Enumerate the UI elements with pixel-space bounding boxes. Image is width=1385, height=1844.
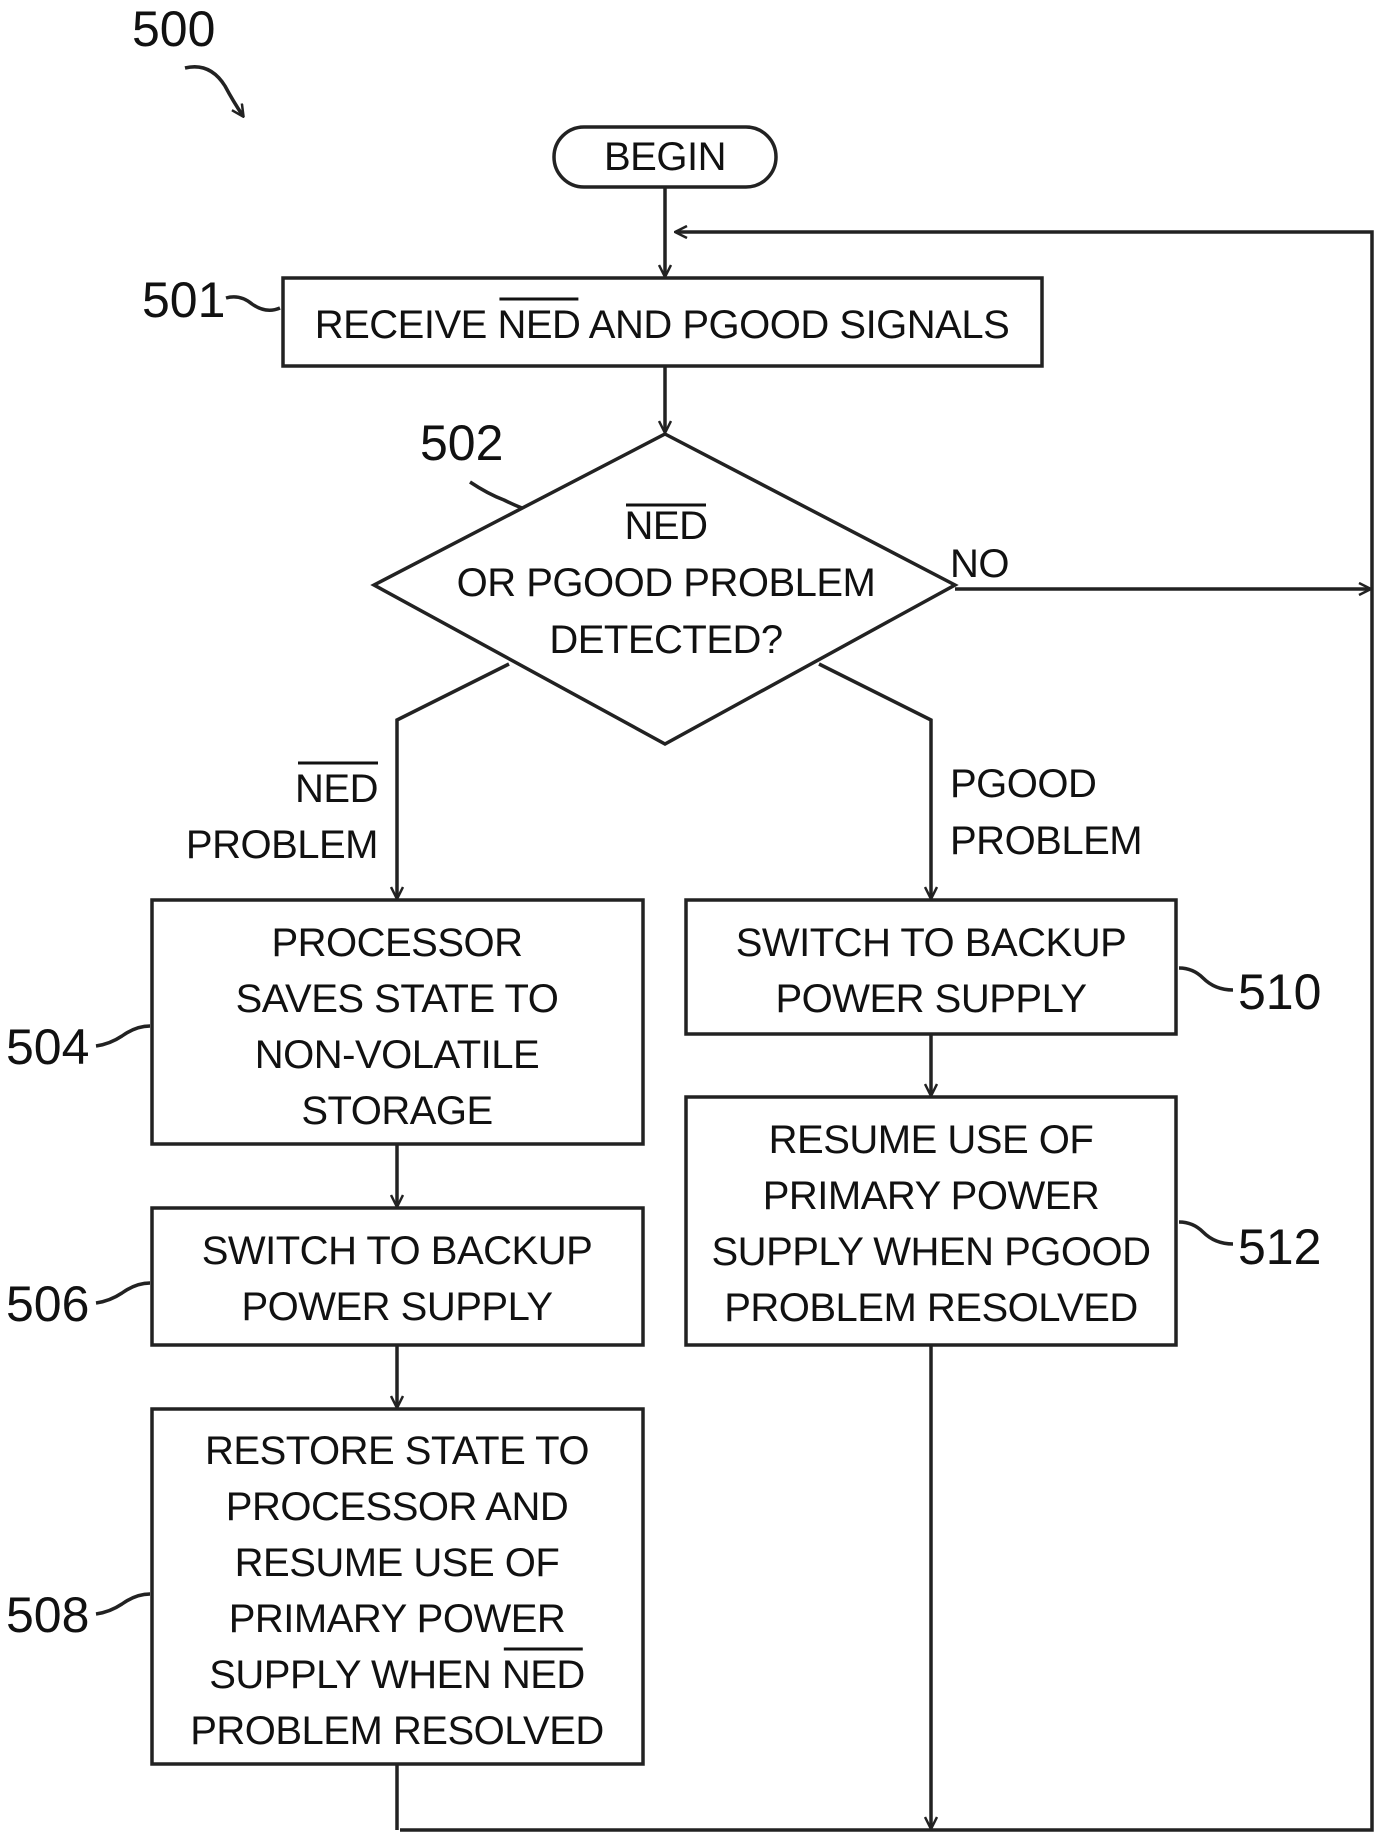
figure-number-pointer [185, 67, 243, 116]
arrow-pgood-branch [819, 664, 931, 898]
step-512-line4: PROBLEM RESOLVED [724, 1286, 1138, 1330]
decision-502-line2: OR PGOOD PROBLEM [457, 561, 876, 605]
step-506-line1: SWITCH TO BACKUP [202, 1229, 593, 1273]
step-510-line1: SWITCH TO BACKUP [736, 921, 1127, 965]
step-501-ref: 501 [142, 272, 225, 328]
step-508-line6: PROBLEM RESOLVED [190, 1709, 604, 1753]
branch-ned-line1: NED [295, 767, 378, 811]
step-512-line2: PRIMARY POWER [763, 1174, 1100, 1218]
branch-pgood-line1: PGOOD [950, 762, 1096, 806]
step-504-line2: SAVES STATE TO [236, 977, 559, 1021]
step-504-line3: NON-VOLATILE [255, 1033, 539, 1077]
step-506-ref: 506 [6, 1276, 89, 1332]
step-501-text: RECEIVE NED AND PGOOD SIGNALS [315, 303, 1010, 347]
step-508-leader [96, 1594, 150, 1614]
step-512-line3: SUPPLY WHEN PGOOD [712, 1230, 1151, 1274]
step-508-line4: PRIMARY POWER [229, 1597, 566, 1641]
arrow-ned-branch [397, 664, 509, 898]
step-510-line2: POWER SUPPLY [775, 977, 1086, 1021]
step-501-leader [226, 297, 280, 310]
step-508-line2: PROCESSOR AND [226, 1485, 568, 1529]
decision-502-line3: DETECTED? [549, 618, 782, 662]
step-506-line2: POWER SUPPLY [241, 1285, 552, 1329]
branch-pgood-line2: PROBLEM [950, 819, 1142, 863]
step-510-leader [1179, 968, 1233, 990]
branch-no-label: NO [950, 542, 1009, 586]
decision-502-leader [470, 482, 522, 508]
step-508-line5: SUPPLY WHEN NED [209, 1653, 585, 1697]
step-512-line1: RESUME USE OF [769, 1118, 1094, 1162]
step-504-line1: PROCESSOR [271, 921, 522, 965]
step-504-ref: 504 [6, 1019, 89, 1075]
step-506-leader [96, 1283, 150, 1303]
branch-ned-line2: PROBLEM [186, 823, 378, 867]
step-512-leader [1179, 1222, 1233, 1244]
step-504-line4: STORAGE [301, 1089, 492, 1133]
begin-label: BEGIN [604, 135, 726, 179]
step-508-line1: RESTORE STATE TO [205, 1429, 589, 1473]
step-508-line3: RESUME USE OF [235, 1541, 560, 1585]
step-504-leader [96, 1026, 150, 1046]
decision-502-ref: 502 [420, 415, 503, 471]
step-508-ref: 508 [6, 1587, 89, 1643]
step-510-ref: 510 [1238, 964, 1321, 1020]
figure-number: 500 [132, 1, 215, 57]
decision-502-line1: NED [625, 504, 708, 548]
step-512-ref: 512 [1238, 1219, 1321, 1275]
